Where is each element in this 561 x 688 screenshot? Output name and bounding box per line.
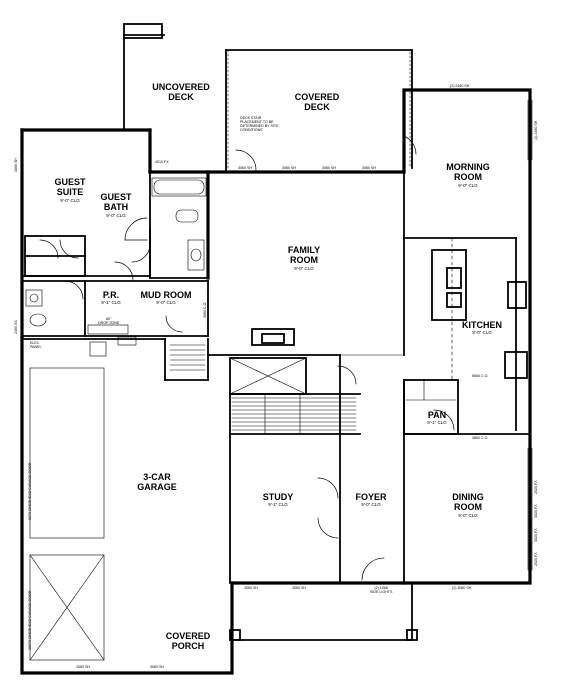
note-dining-win-d: 2020 FX [534, 552, 538, 566]
room-label-study: STUDY [262, 492, 294, 502]
note-mud-co: 3060 C.O. [203, 301, 207, 318]
note-garage-door-a: 9070 OVERHEAD GARAGE DOOR [28, 462, 32, 520]
note-window-3060-b: 3060 SH [282, 166, 296, 170]
note-window-3060-c: 3060 SH [322, 166, 336, 170]
note-dining-win-a: 2020 FX [534, 480, 538, 494]
ceiling-family-room: 9'-0" CLG [294, 266, 314, 271]
room-label-powder-room: P.R. [102, 290, 120, 300]
room-label-guest-bath: GUEST BATH [100, 192, 132, 212]
note-window-3060-a: 3060 SH [238, 166, 252, 170]
note-garage-door-b: 16070 OVERHEAD GARAGE DOOR [28, 590, 32, 650]
room-label-dining-room: DINING ROOM [452, 492, 484, 512]
note-elec-panel: ELEC PANEL [30, 341, 42, 349]
room-label-foyer: FOYER [355, 492, 387, 502]
interior-walls [21, 23, 531, 641]
room-label-mud-room: MUD ROOM [140, 290, 192, 300]
ceiling-foyer: 9'-0" CLG [361, 502, 381, 507]
detail-lines [25, 49, 533, 661]
note-kitchen-co: 5660 C.O. [472, 374, 489, 378]
ceiling-pan: 9'-1" CLG [427, 420, 447, 425]
ceiling-study: 9'-1" CLG [268, 502, 288, 507]
room-label-uncovered-deck: UNCOVERED DECK [152, 82, 210, 102]
ceiling-kitchen: 9'-0" CLG [472, 330, 492, 335]
note-window-porch-a: 3060 SH [244, 586, 258, 590]
note-window-dining: (2) 3060 SH [452, 586, 472, 590]
room-label-pan: PAN [427, 410, 447, 420]
exterior-walls [20, 88, 532, 675]
note-window-porch-b: 3060 SH [292, 586, 306, 590]
room-label-covered-porch: COVERED PORCH [165, 631, 211, 651]
note-window-2460-top: (2) 2460 SH [450, 84, 470, 88]
note-entry-door: (2) 1068 SIDE LIGHTS [370, 586, 393, 594]
note-window-3060-d: 3060 SH [362, 166, 376, 170]
note-dining-win-c: 3020 FX [534, 528, 538, 542]
note-window-garage-b: 3060 SH [150, 665, 164, 669]
ceiling-powder-room: 9'-1" CLG [101, 300, 121, 305]
note-drop-zone: 60" DROP ZONE [98, 317, 120, 325]
room-label-garage: 3-CAR GARAGE [137, 472, 177, 492]
ceiling-guest-suite: 9'-0" CLG [60, 198, 80, 203]
note-pan-co: 3660 C.O. [472, 436, 489, 440]
room-label-covered-deck: COVERED DECK [294, 92, 340, 112]
room-label-morning-room: MORNING ROOM [446, 162, 490, 182]
note-dining-win-b: 3020 FX [534, 504, 538, 518]
note-morning-win: (2) 2460 SH [534, 120, 538, 140]
ceiling-guest-bath: 9'-0" CLG [106, 213, 126, 218]
room-label-guest-suite: GUEST SUITE [54, 177, 86, 197]
room-label-family-room: FAMILY ROOM [287, 245, 321, 265]
ceiling-mud-room: 9'-0" CLG [156, 300, 176, 305]
door-swings [39, 135, 455, 581]
ceiling-morning-room: 9'-0" CLG [458, 183, 478, 188]
room-label-kitchen: KITCHEN [462, 320, 502, 330]
note-pr-win: 2460 SS [14, 320, 18, 334]
note-window-4010: 4010 FX [155, 160, 169, 164]
ceiling-dining-room: 9'-0" CLG [458, 513, 478, 518]
note-guest-suite-win: 3060 SH [14, 158, 18, 172]
note-deck-stair: DECK STAIR PLACEMENT TO BE DETERMINED BY… [240, 116, 279, 132]
note-window-garage-a: 3060 SH [76, 665, 90, 669]
